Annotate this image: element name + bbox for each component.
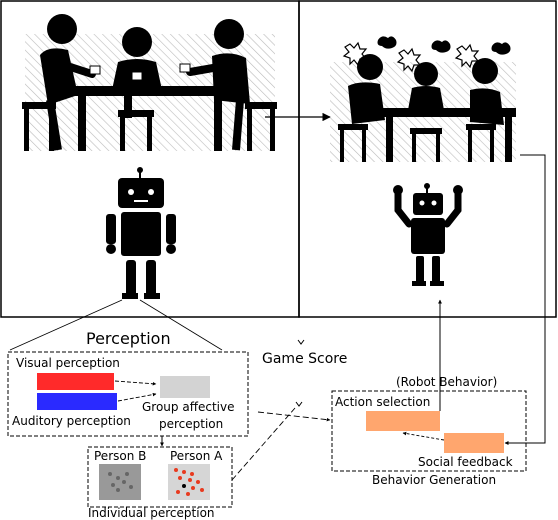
individual-to-behavior-line [231,407,296,481]
individual-perception-label: Individual perception [88,506,215,520]
feedback-to-action-arrow [402,431,445,441]
junction-tick [295,401,303,407]
group-to-behavior-line [257,411,331,422]
group-affective-box [160,376,210,398]
action-selection-box [366,411,440,431]
visual-to-group-arrow [114,380,157,386]
zoom-line-left [9,299,123,351]
group-affective-label-line1: Group affective [142,400,234,414]
game-score-tick [297,339,305,345]
visual-perception-label: Visual perception [16,356,120,370]
card-game-players-icon [22,14,277,151]
behavior-generation-box [331,390,527,472]
right-scene-frame [298,0,557,318]
group-affective-label-line2: perception [159,417,223,431]
person-a-face-points [174,468,204,496]
zoom-line-right [139,299,223,351]
person-a-label: Person A [170,449,223,463]
auditory-perception-bar [37,393,117,410]
behavior-generation-label: Behavior Generation [372,473,496,487]
individual-perception-box [87,446,233,508]
game-score-label: Game Score [262,351,347,367]
social-feedback-box [444,433,504,453]
action-selection-label: Action selection [335,395,430,409]
auditory-to-group-arrow [117,392,157,402]
robot-icon [106,167,176,299]
person-b-face-grid [99,464,141,500]
robot-raised-arms-icon [393,183,463,286]
robot-behavior-label: (Robot Behavior) [396,375,497,389]
visual-perception-bar [37,373,114,390]
social-feedback-label: Social feedback [418,455,513,469]
perception-title: Perception [86,329,171,348]
angry-players-icon [330,36,516,162]
perception-box [7,351,249,437]
scene-to-feedback-arrow [504,154,546,445]
person-b-face-points [108,472,133,492]
auditory-perception-label: Auditory perception [12,414,131,428]
person-b-label: Person B [94,449,146,463]
